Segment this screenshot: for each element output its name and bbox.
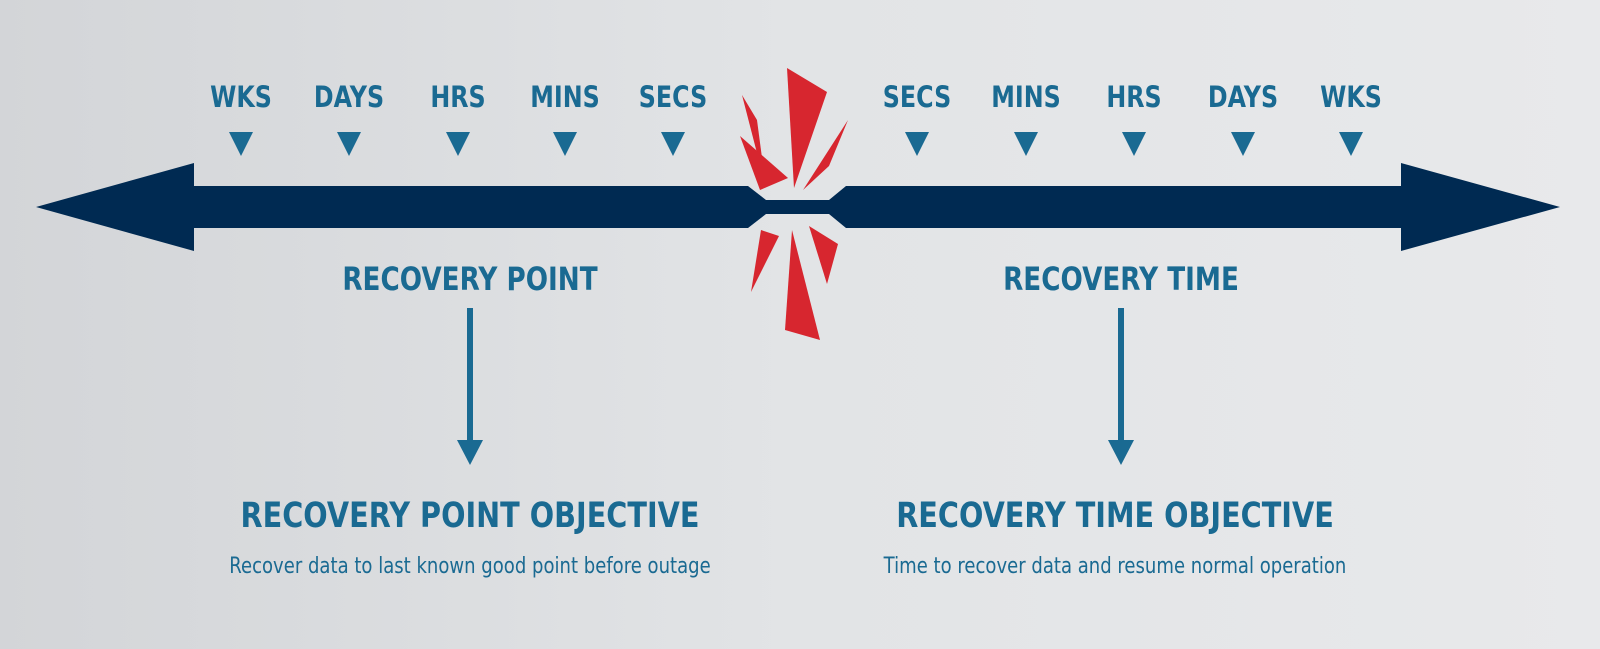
tick-marker	[229, 132, 253, 156]
burst-shard	[809, 226, 838, 284]
recovery-point-objective-title: RECOVERY POINT OBJECTIVE	[240, 496, 700, 536]
tick-label-mins-right: MINS	[991, 80, 1061, 114]
recovery-point-arrow	[457, 308, 483, 465]
tick-label-wks-right: WKS	[1320, 80, 1382, 114]
left-tick-markers	[229, 132, 685, 156]
recovery-time-label: RECOVERY TIME	[1003, 260, 1239, 298]
burst-shard	[787, 68, 827, 188]
burst-shard	[803, 120, 848, 190]
tick-marker	[1339, 132, 1363, 156]
recovery-time-objective-desc: Time to recover data and resume normal o…	[883, 554, 1347, 579]
recovery-point-objective-desc: Recover data to last known good point be…	[229, 554, 711, 579]
burst-shard	[740, 136, 788, 190]
tick-marker	[661, 132, 685, 156]
tick-label-hrs-left: HRS	[430, 80, 486, 114]
recovery-point-label: RECOVERY POINT	[342, 260, 598, 298]
tick-marker	[905, 132, 929, 156]
tick-marker	[1231, 132, 1255, 156]
right-tick-markers	[905, 132, 1363, 156]
recovery-time-arrow	[1108, 308, 1134, 465]
tick-label-mins-left: MINS	[530, 80, 600, 114]
tick-label-secs-right: SECS	[882, 80, 952, 114]
tick-marker	[446, 132, 470, 156]
tick-label-days-left: DAYS	[313, 80, 385, 114]
tick-label-hrs-right: HRS	[1106, 80, 1162, 114]
tick-label-days-right: DAYS	[1207, 80, 1279, 114]
outage-burst	[740, 68, 848, 340]
burst-shard	[785, 230, 820, 340]
tick-label-wks-left: WKS	[210, 80, 272, 114]
tick-label-secs-left: SECS	[638, 80, 708, 114]
tick-marker	[1014, 132, 1038, 156]
tick-marker	[553, 132, 577, 156]
tick-marker	[1122, 132, 1146, 156]
recovery-time-objective-title: RECOVERY TIME OBJECTIVE	[896, 496, 1334, 536]
burst-shard	[751, 230, 779, 292]
tick-marker	[337, 132, 361, 156]
timeline-axis	[36, 163, 1560, 251]
